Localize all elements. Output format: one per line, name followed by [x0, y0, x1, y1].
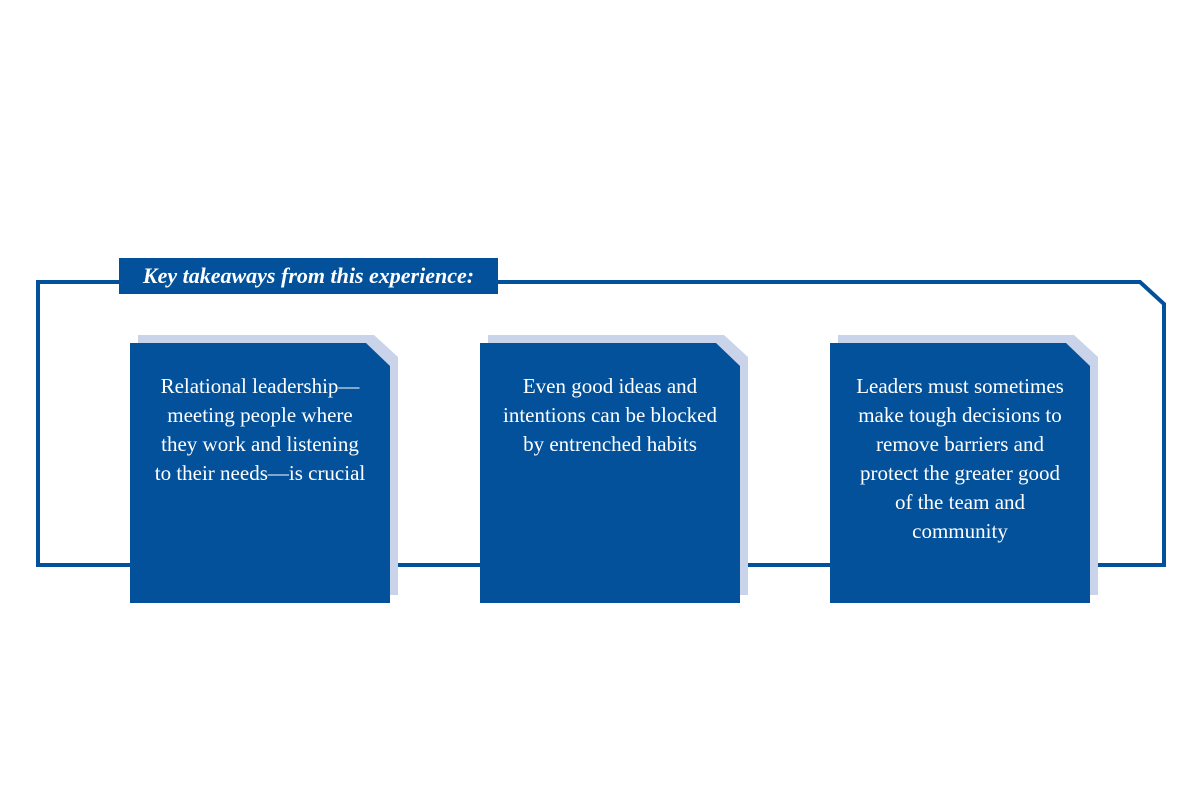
card-3-text: Leaders must sometimes make tough decisi… — [856, 374, 1064, 543]
card-1 — [130, 335, 398, 603]
card-2-box — [480, 343, 740, 603]
card-3 — [830, 335, 1098, 603]
takeaways-title: Key takeaways from this experience: — [119, 258, 498, 294]
card-3-box — [830, 343, 1090, 603]
card-2 — [480, 335, 748, 603]
card-2-text: Even good ideas and intentions can be bl… — [502, 374, 718, 456]
outer-frame — [36, 280, 1166, 567]
card-1-text: Relational leadership—meeting people whe… — [154, 374, 366, 485]
card-1-box — [130, 343, 390, 603]
